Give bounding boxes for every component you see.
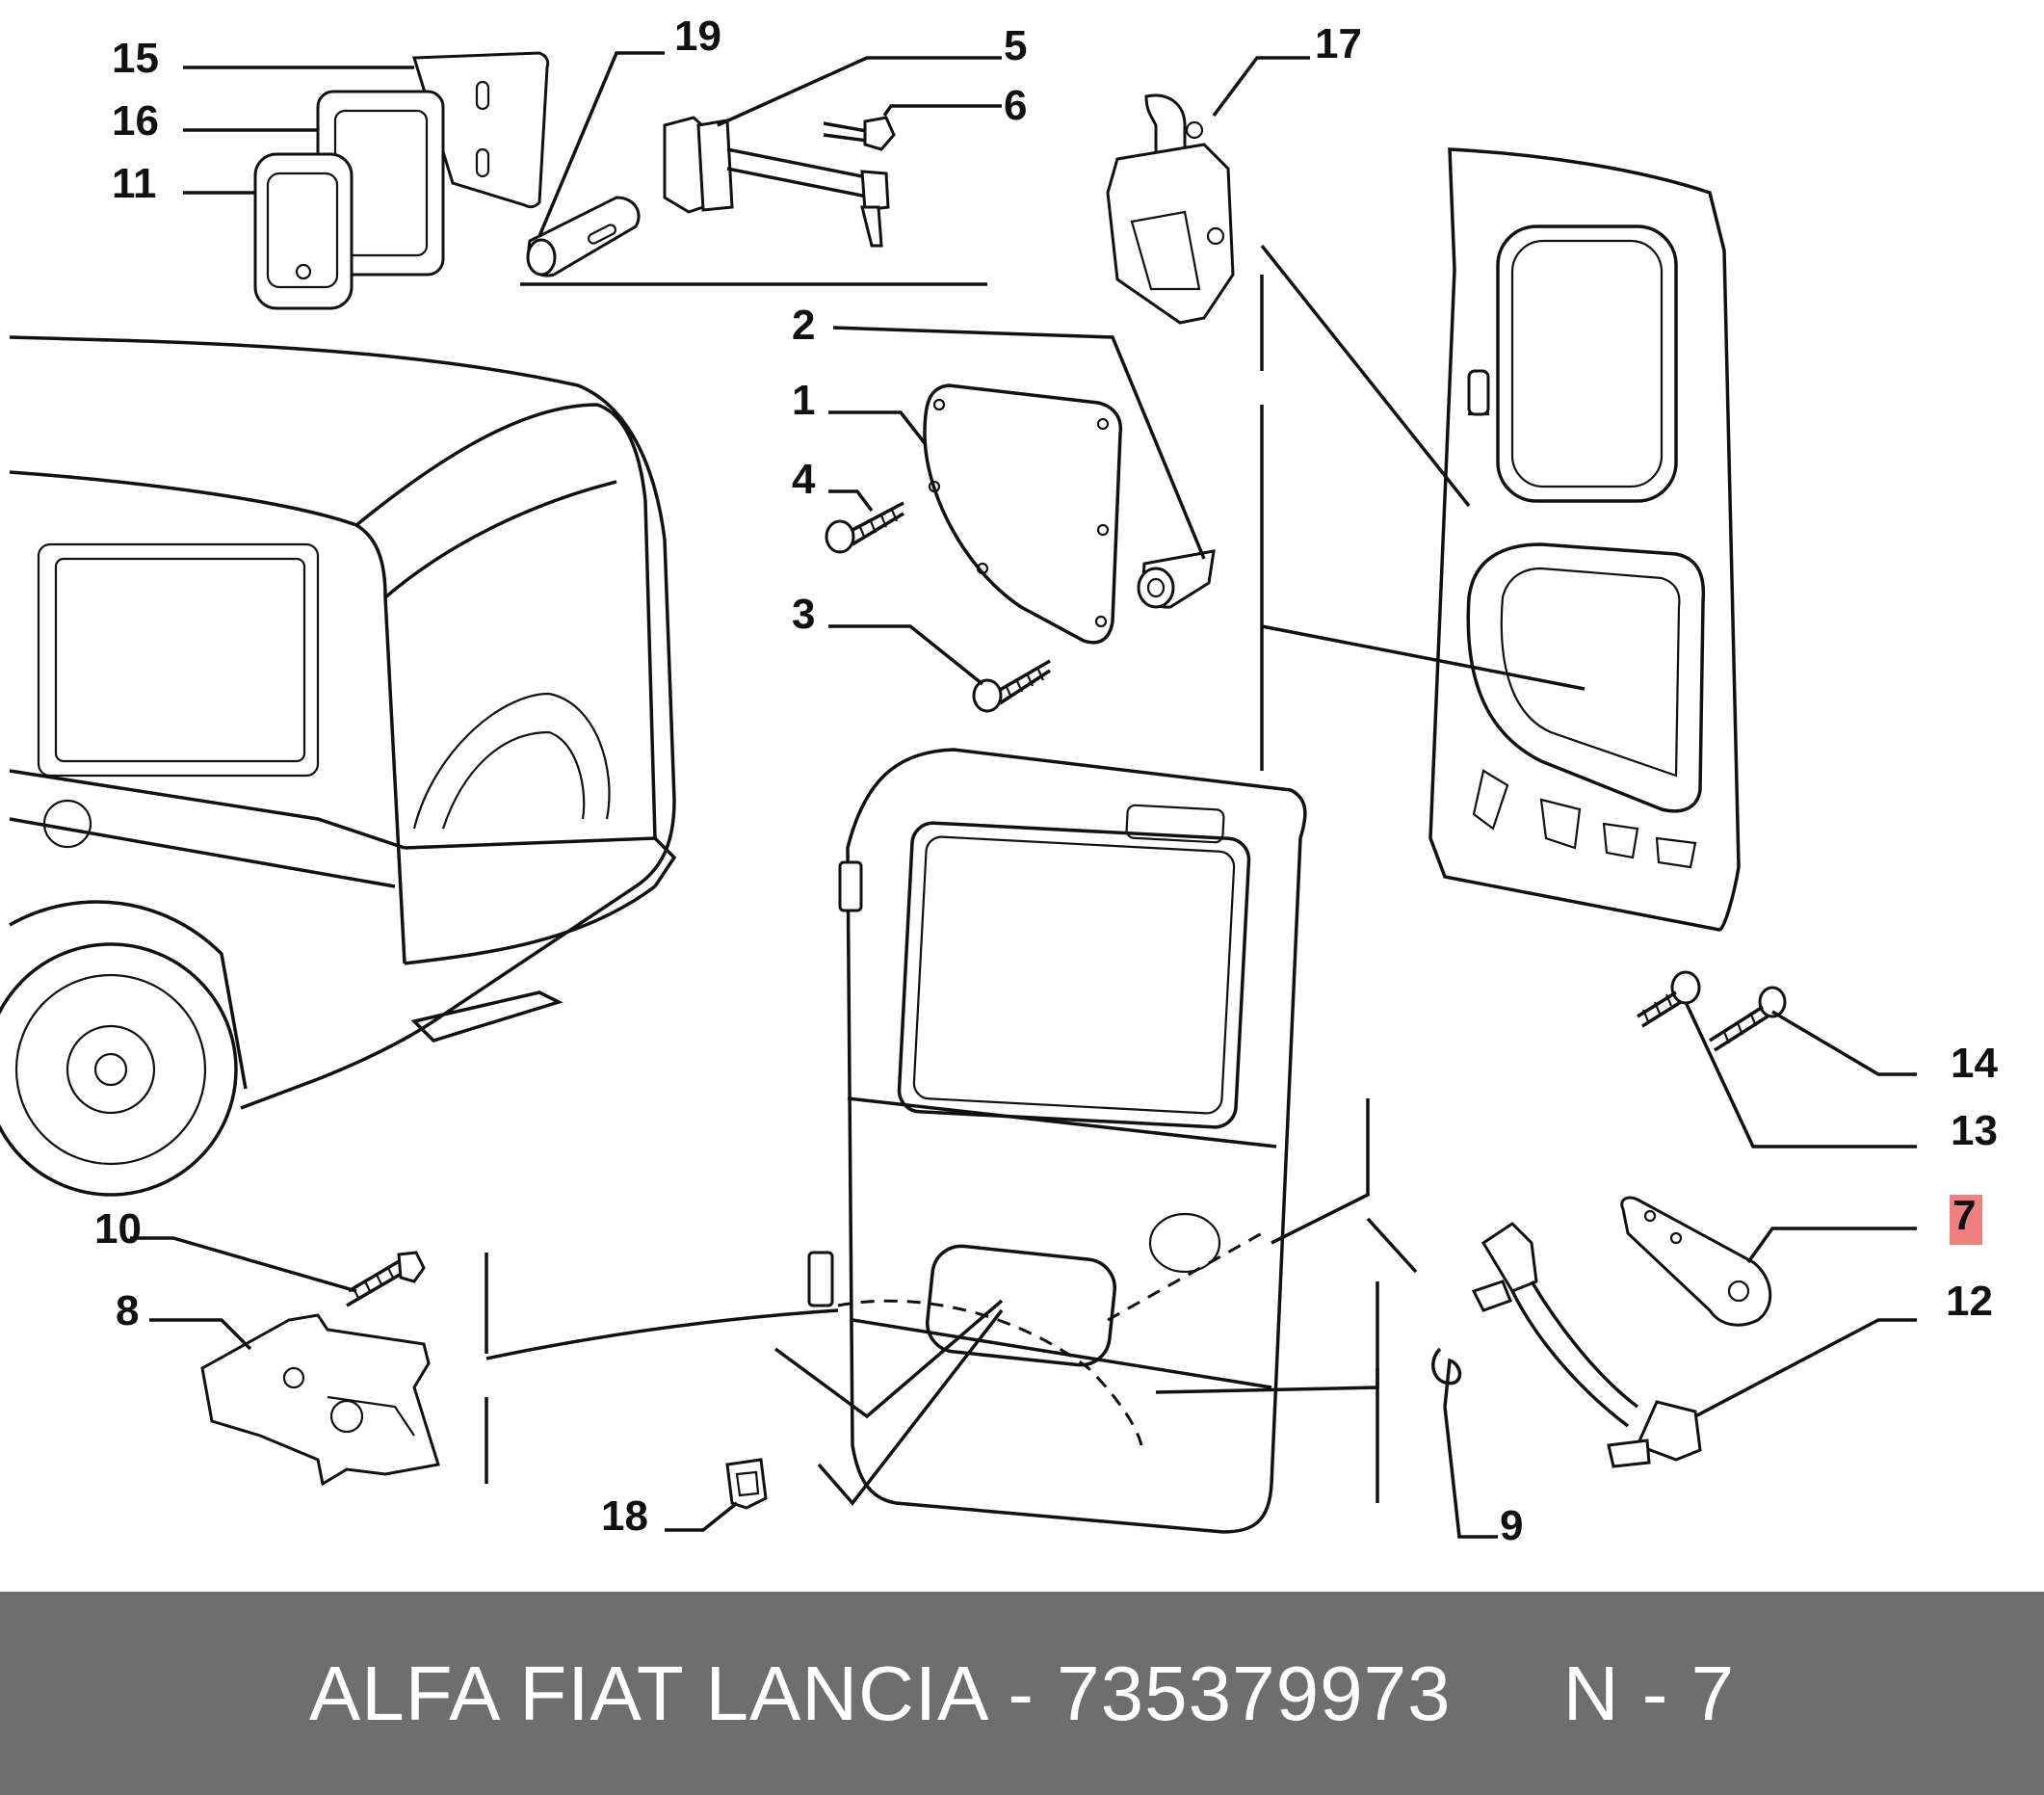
callout-17: 17 [1315,20,1362,67]
part-8-lock [200,1313,440,1487]
callout-9: 9 [1500,1502,1523,1549]
footer-bar: ALFA FIAT LANCIA - 735379973 N - 7 [0,1592,2044,1795]
callout-4: 4 [792,456,816,503]
callout-1: 1 [792,377,815,424]
door-inner-illustration [1428,147,1741,932]
part-1-trim-panel [923,383,1123,645]
callout-8: 8 [116,1287,139,1334]
rear-door-illustration [807,748,1307,1534]
callout-7-highlight [1950,1195,1982,1245]
callout-5: 5 [1004,22,1027,69]
part-4-screw [825,501,904,554]
part-9-spring-clip [1431,1347,1462,1408]
callout-18: 18 [601,1492,648,1540]
part-18-clip [725,1458,768,1510]
callout-3: 3 [792,591,815,638]
part-14-screw [1709,986,1787,1052]
callout-7: 7 [1952,1192,1976,1239]
part-12-hinge-arm [1471,1222,1702,1468]
part-6-screw [823,116,896,151]
part-15-bracket [411,51,550,209]
callout-14: 14 [1951,1040,1998,1087]
leader-lines [130,51,1917,1539]
callout-13: 13 [1951,1107,1998,1154]
part-10-screw [346,1251,426,1307]
part-11-handle [253,152,354,310]
footer-part-number: ALFA FIAT LANCIA - 735379973 N - 7 [308,1650,1736,1736]
callout-6: 6 [1004,82,1027,129]
callout-19: 19 [674,13,721,60]
part-3-screw [972,659,1051,713]
callout-10: 10 [94,1205,142,1253]
parts-diagram: 15 16 11 19 5 6 17 2 1 4 3 10 8 18 9 14 … [0,13,1998,1549]
callout-11: 11 [112,160,157,207]
part-19-pin [526,196,641,277]
part-17-latch [1106,93,1235,325]
callout-15: 15 [112,35,159,82]
part-2-clip [1137,549,1216,609]
part-5-check-strap [663,116,890,248]
callout-2: 2 [792,302,815,349]
callout-labels: 15 16 11 19 5 6 17 2 1 4 3 10 8 18 9 14 … [94,13,1998,1549]
part-13-screw [1637,970,1701,1028]
callout-12: 12 [1946,1278,1993,1325]
part-7-link [1620,1196,1772,1327]
vehicle-rear-illustration [0,335,677,1197]
callout-16: 16 [112,97,159,145]
